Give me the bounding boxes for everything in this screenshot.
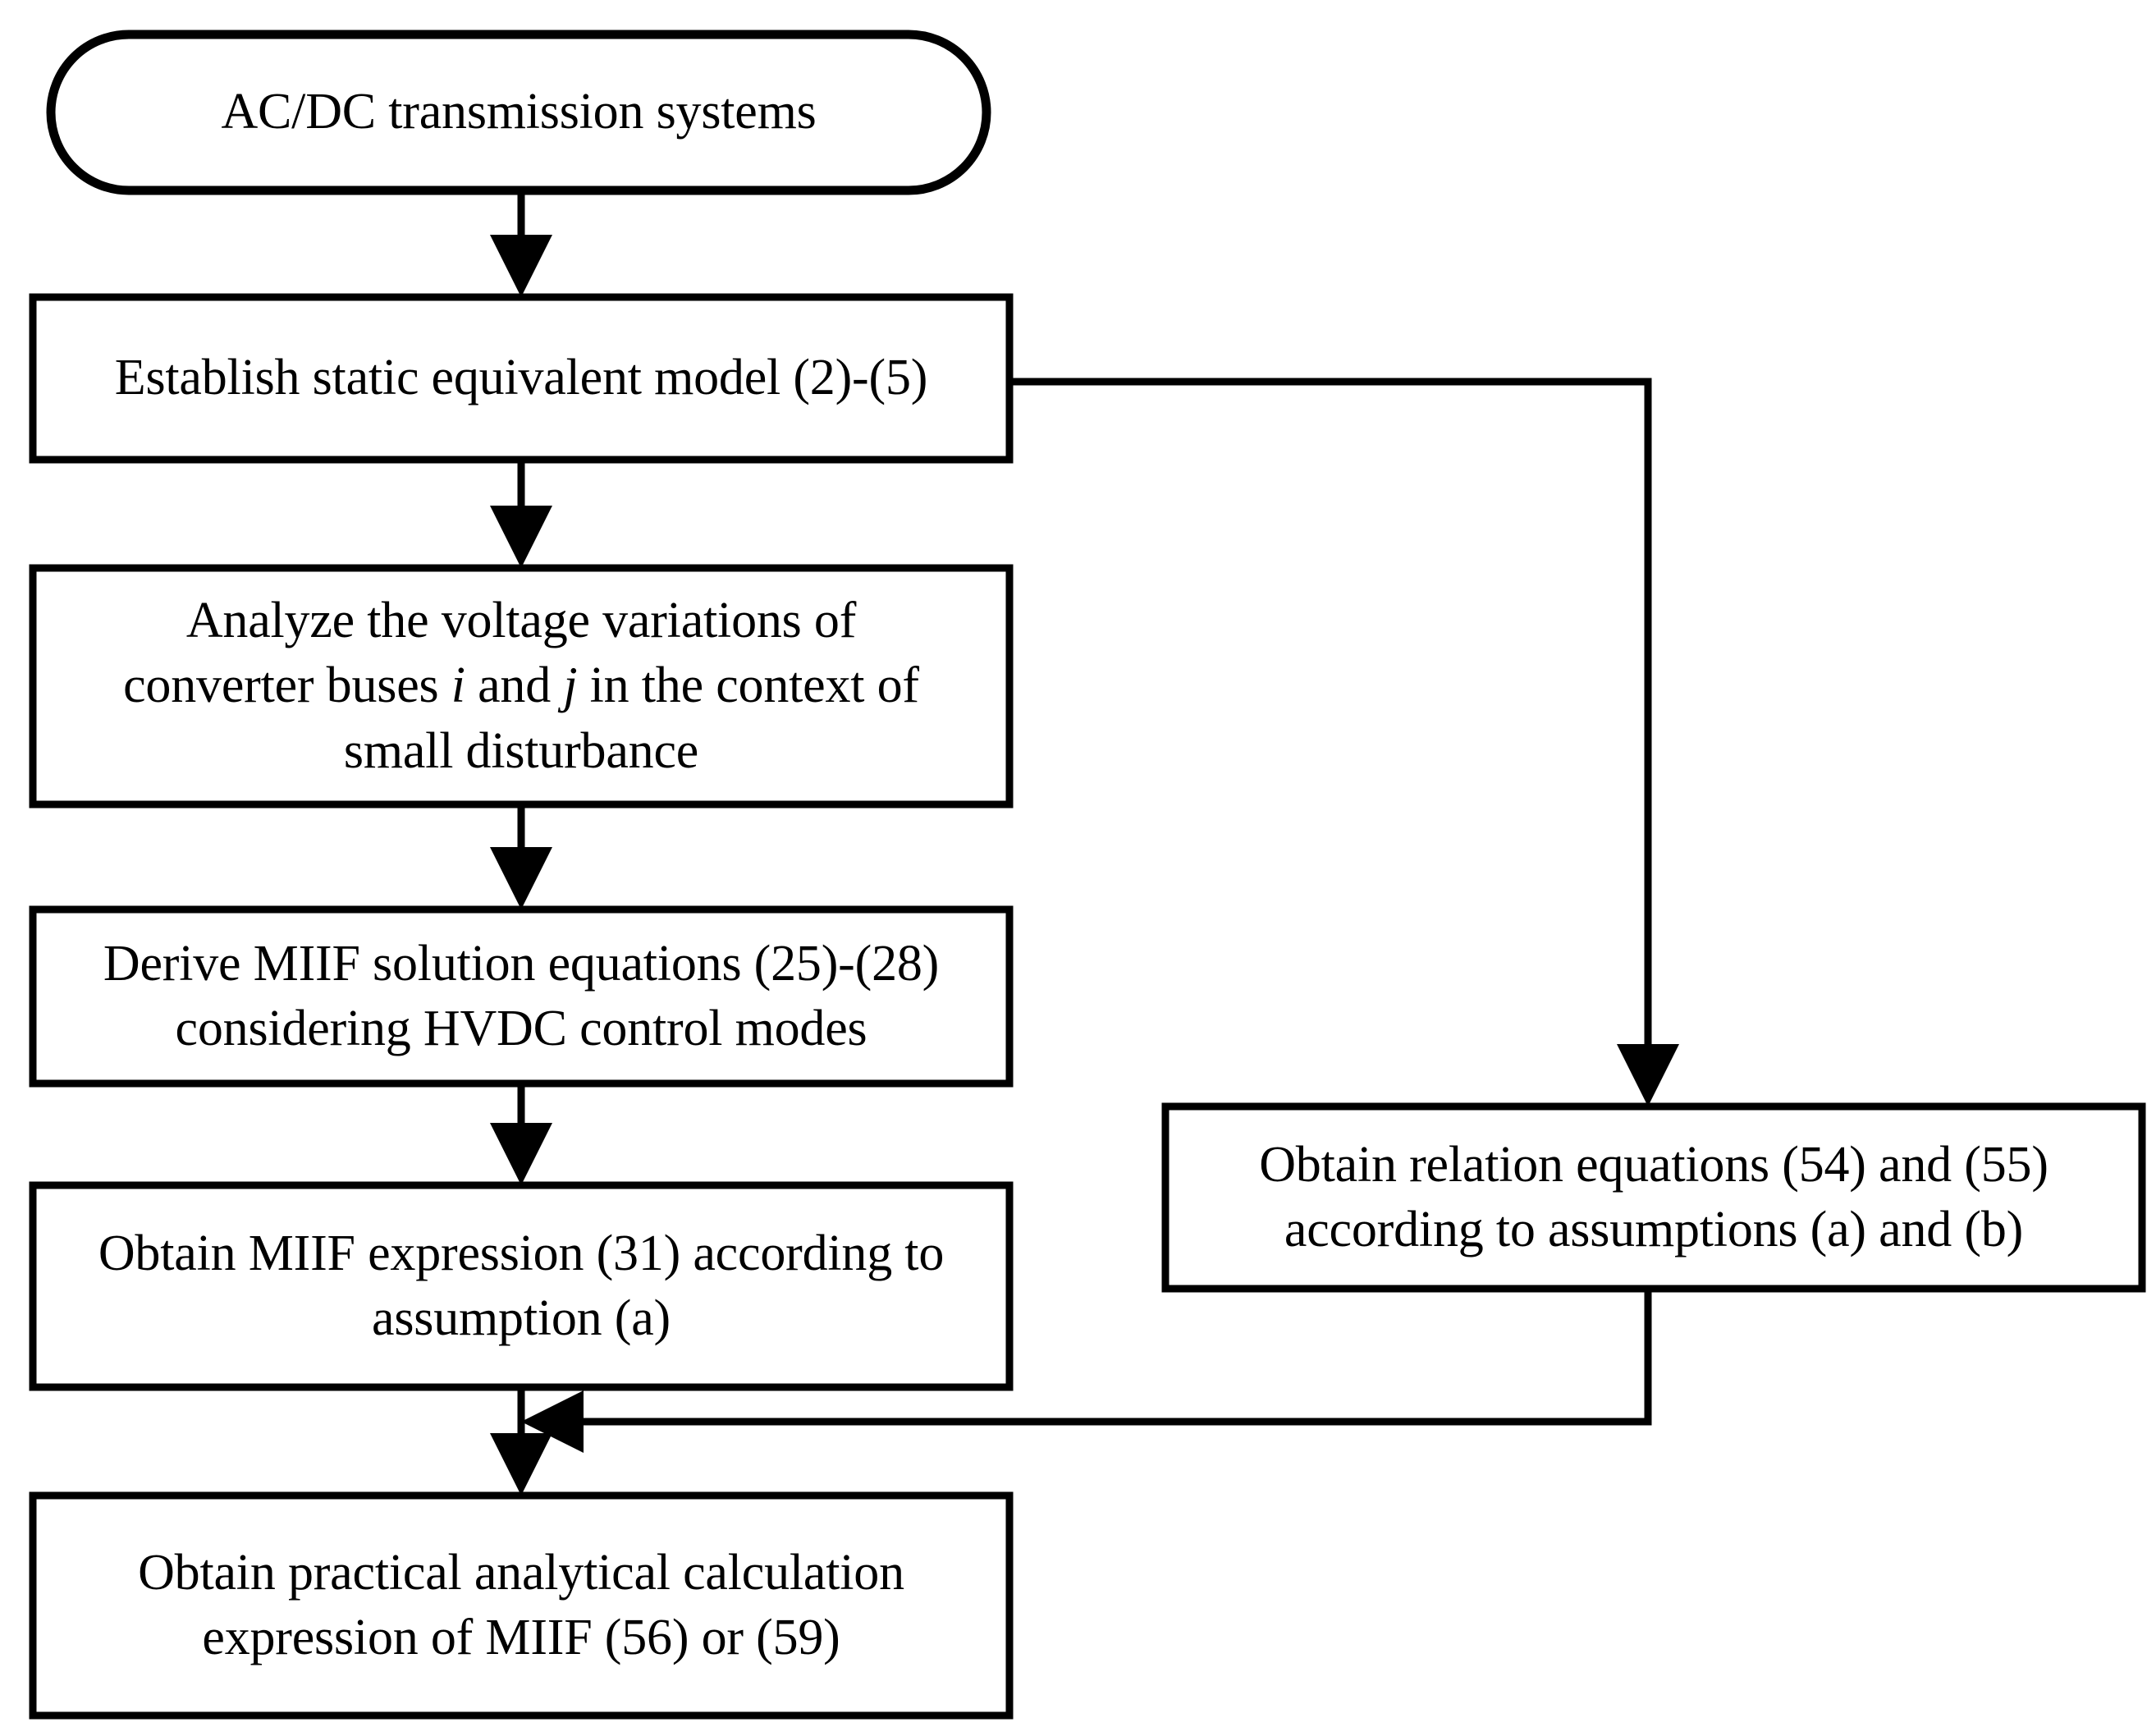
edge-step1-step2-arrowhead: [490, 506, 552, 568]
edge-step1-side1: [1009, 378, 1679, 1106]
edge-step1-step2: [490, 460, 552, 568]
node-shape-step1[interactable]: [29, 293, 1014, 464]
node-shape-step3[interactable]: [29, 905, 1014, 1088]
edge-side1-merge: [521, 1289, 1652, 1453]
edge-step2-step3-arrowhead: [490, 847, 552, 909]
node-shape-step2[interactable]: [29, 564, 1014, 809]
edge-step4-step5: [490, 1387, 552, 1496]
edge-step1-side1-arrowhead: [1617, 1044, 1679, 1106]
node-shape-side1[interactable]: [1161, 1102, 2146, 1293]
edge-side1-merge-path: [547, 1289, 1652, 1426]
node-shape-step5[interactable]: [29, 1491, 1014, 1720]
edge-start-step1-arrowhead: [490, 235, 552, 297]
edge-start-step1: [490, 190, 552, 297]
edge-step3-step4: [490, 1083, 552, 1185]
edge-step4-step5-arrowhead: [490, 1433, 552, 1496]
edge-step1-side1-path: [1009, 378, 1652, 1080]
node-shape-step4[interactable]: [29, 1181, 1014, 1391]
edge-step2-step3: [490, 804, 552, 909]
node-shape-start[interactable]: [46, 30, 991, 195]
edge-side1-merge-arrowhead: [521, 1390, 584, 1453]
edge-step3-step4-arrowhead: [490, 1123, 552, 1185]
